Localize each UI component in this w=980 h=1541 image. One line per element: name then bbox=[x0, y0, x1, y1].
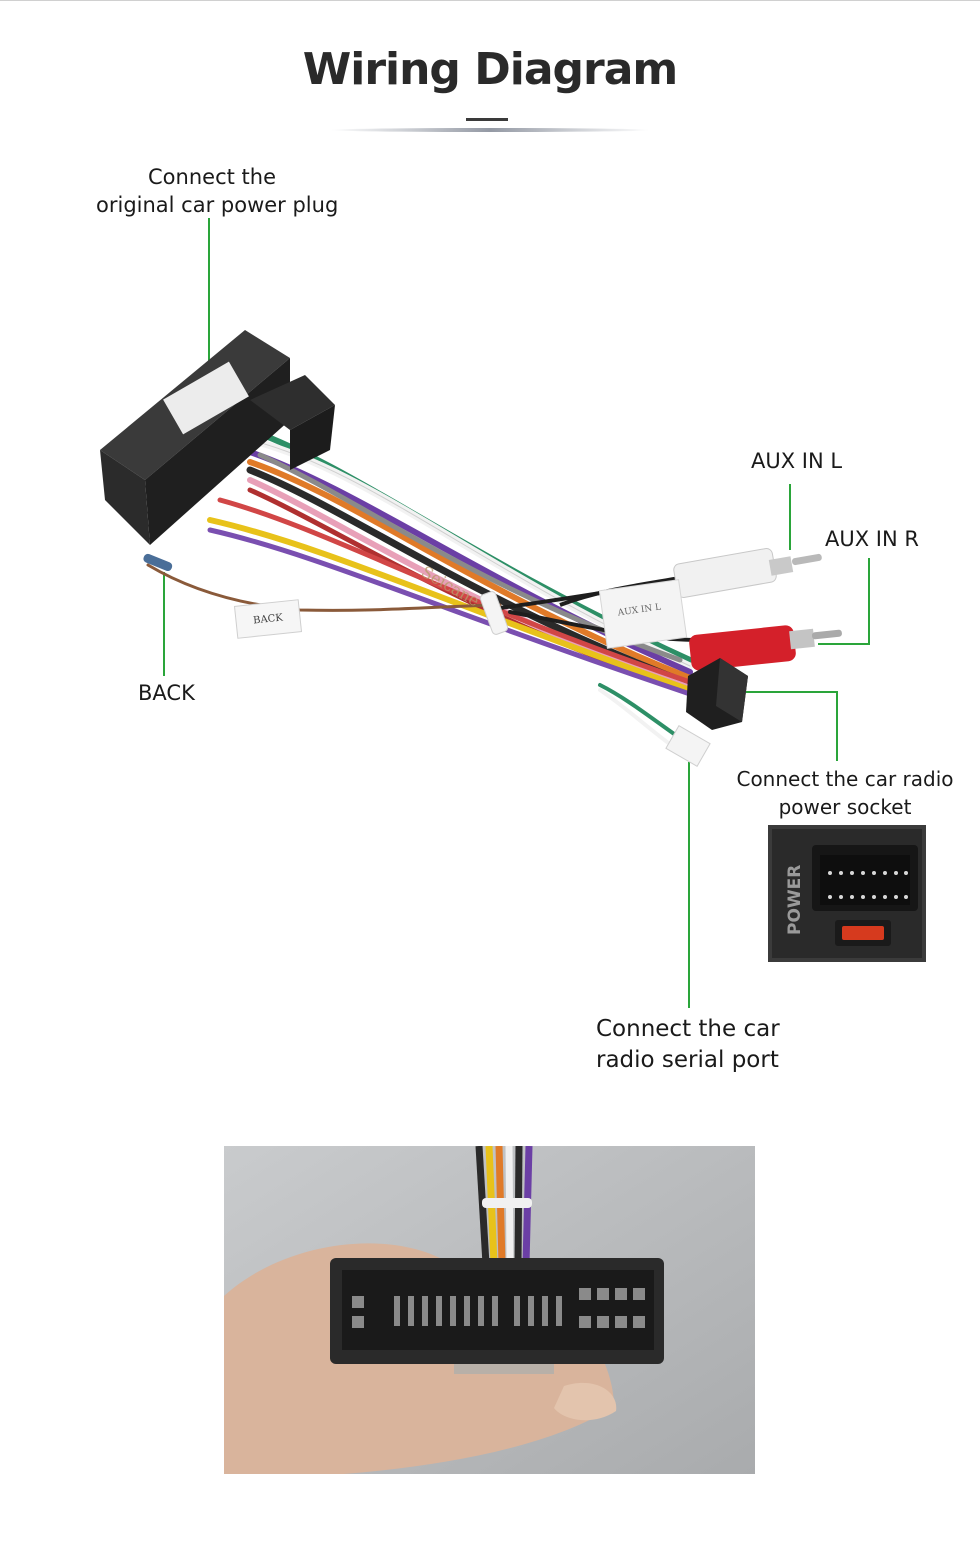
rca-red-plug bbox=[689, 625, 842, 671]
label-aux-in-r: AUX IN R bbox=[825, 527, 919, 551]
inset-pins bbox=[828, 871, 908, 899]
wiring-harness-illustration: BACK Seicane AUX IN L POWE bbox=[100, 330, 926, 962]
cable-tie bbox=[479, 591, 509, 635]
power-socket-connector bbox=[686, 658, 748, 730]
label-power-socket-line1: Connect the car radio bbox=[736, 767, 954, 791]
leader-serial-port bbox=[688, 762, 690, 1008]
title-underline bbox=[466, 118, 508, 121]
connector-sticker bbox=[163, 361, 249, 435]
leader-back bbox=[163, 572, 165, 676]
aux-tag: AUX IN L bbox=[598, 579, 688, 649]
label-power-plug-line1: Connect the bbox=[148, 165, 276, 189]
back-tag-text: BACK bbox=[253, 612, 284, 626]
leader-power-plug bbox=[208, 218, 210, 363]
top-rule bbox=[0, 0, 980, 1]
back-probe-tip bbox=[143, 553, 173, 572]
label-serial-port: Connect the car radio serial port bbox=[596, 1014, 780, 1076]
leader-aux-in-r-v bbox=[868, 558, 870, 644]
leader-power-socket-v bbox=[836, 691, 838, 761]
serial-port-plug bbox=[665, 725, 711, 767]
label-power-plug: Connect the original car power plug bbox=[96, 163, 339, 219]
label-power-plug-line2: original car power plug bbox=[96, 193, 339, 217]
connector-photo-drawing bbox=[224, 1146, 755, 1474]
label-aux-in-l: AUX IN L bbox=[751, 449, 843, 473]
label-power-socket-line2: power socket bbox=[778, 795, 912, 819]
photo-cable-tie bbox=[482, 1198, 532, 1208]
connector-photo bbox=[224, 1146, 755, 1474]
label-back: BACK bbox=[138, 681, 195, 705]
leader-aux-in-r-h bbox=[818, 643, 870, 645]
main-connector bbox=[100, 330, 335, 545]
label-serial-port-line1: Connect the car bbox=[596, 1016, 780, 1042]
title-shadow bbox=[330, 128, 650, 132]
back-tag: BACK bbox=[233, 599, 303, 639]
label-serial-port-line2: radio serial port bbox=[596, 1047, 779, 1073]
label-power-socket: Connect the car radio power socket bbox=[730, 765, 960, 821]
power-socket-inset: POWER bbox=[768, 825, 926, 962]
inset-power-text: POWER bbox=[785, 865, 805, 935]
leader-aux-in-l bbox=[789, 484, 791, 550]
rca-white-plug bbox=[559, 548, 822, 607]
photo-connector-pins bbox=[352, 1288, 645, 1328]
page-title: Wiring Diagram bbox=[302, 44, 679, 95]
leader-power-socket-h bbox=[746, 691, 838, 693]
